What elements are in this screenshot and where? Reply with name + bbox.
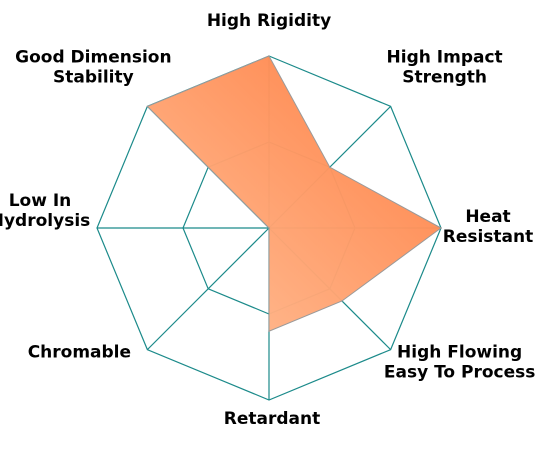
axis-label-line: Resistant bbox=[443, 227, 534, 247]
axis-label-5: Retardant bbox=[224, 409, 320, 429]
axis-label-7: Low InHydrolysis bbox=[0, 191, 90, 231]
axis-label-line: Heat bbox=[465, 207, 510, 227]
axis-label-line: Retardant bbox=[224, 409, 320, 429]
axis-label-line: Chromable bbox=[28, 343, 131, 363]
axis-label-line: Easy To Process bbox=[384, 363, 536, 383]
axis-label-6: Chromable bbox=[28, 343, 131, 363]
axis-label-line: Strength bbox=[402, 67, 487, 87]
axis-label-line: High Rigidity bbox=[207, 11, 331, 31]
axis-label-line: Good Dimension bbox=[15, 47, 171, 67]
axis-label-1: High Rigidity bbox=[207, 11, 331, 31]
data-point-8 bbox=[146, 105, 149, 108]
series-area bbox=[146, 55, 442, 332]
data-point-2 bbox=[329, 166, 331, 168]
radar-series bbox=[146, 55, 442, 333]
data-point-5 bbox=[268, 330, 270, 333]
axis-label-line: Low In bbox=[9, 191, 72, 211]
data-point-7 bbox=[268, 227, 270, 229]
axis-label-line: Hydrolysis bbox=[0, 211, 90, 231]
axis-spoke-6 bbox=[146, 227, 270, 351]
axis-label-line: High Impact bbox=[387, 47, 503, 67]
axis-label-line: High Flowing bbox=[397, 343, 522, 363]
data-point-3 bbox=[440, 227, 442, 229]
axis-label-line: Stability bbox=[53, 67, 134, 87]
data-point-1 bbox=[268, 55, 270, 57]
data-point-4 bbox=[341, 300, 343, 302]
